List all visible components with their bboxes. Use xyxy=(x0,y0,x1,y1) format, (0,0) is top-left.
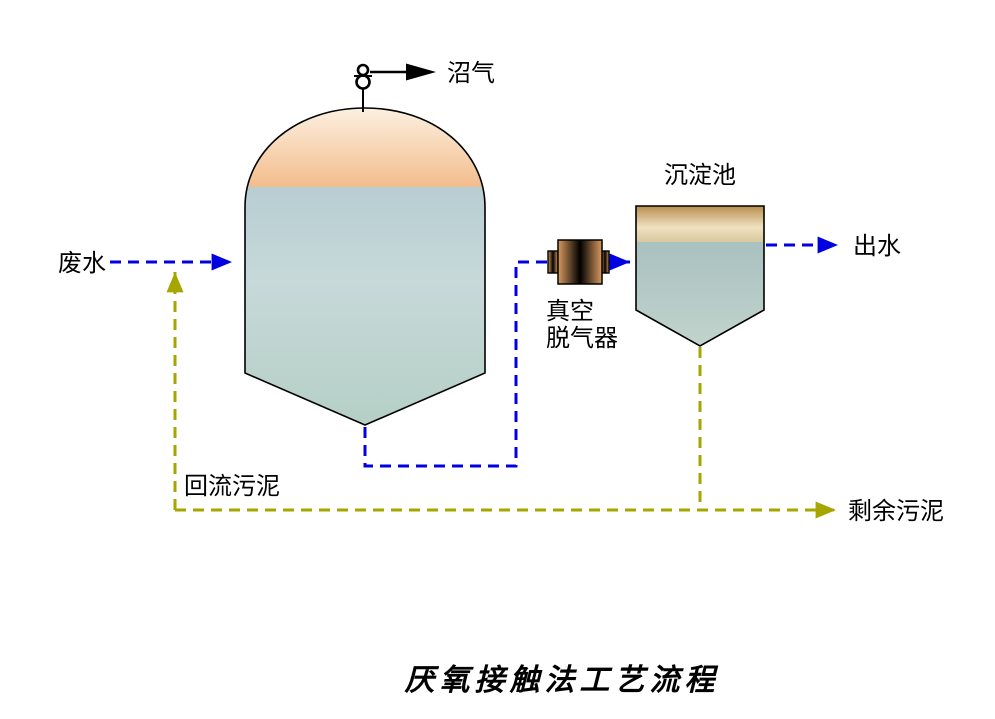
wastewater-label: 废水 xyxy=(58,250,106,277)
gas-valve-bottom-circle xyxy=(355,74,371,90)
biogas-label: 沼气 xyxy=(447,60,495,87)
degasser-flange-left xyxy=(547,250,559,274)
return-sludge-label: 回流污泥 xyxy=(184,473,280,500)
digester-tank-outline xyxy=(244,107,486,426)
sedimentation-tank-label: 沉淀池 xyxy=(664,162,736,189)
digester-tank-fills xyxy=(245,108,485,425)
sed-tank-fills xyxy=(636,206,764,346)
gas-valve-top-circle xyxy=(356,63,370,77)
effluent-label: 出水 xyxy=(853,233,901,260)
vacuum-degasser xyxy=(547,239,610,285)
excess-sludge-label: 剩余污泥 xyxy=(848,498,944,525)
sed-top-band-fill xyxy=(636,206,764,242)
degasser-label-line2: 脱气器 xyxy=(546,325,618,352)
degasser-label-line1: 真空 xyxy=(546,298,594,325)
biogas-arrowhead xyxy=(406,63,436,81)
gas-valve-icon xyxy=(354,63,372,112)
digester-to-degasser-line xyxy=(363,260,552,468)
diagram-title: 厌氧接触法工艺流程 xyxy=(404,664,720,697)
digester-dome-fill xyxy=(245,108,485,187)
sed-tank-outline xyxy=(635,205,765,347)
degasser-body xyxy=(557,239,603,285)
